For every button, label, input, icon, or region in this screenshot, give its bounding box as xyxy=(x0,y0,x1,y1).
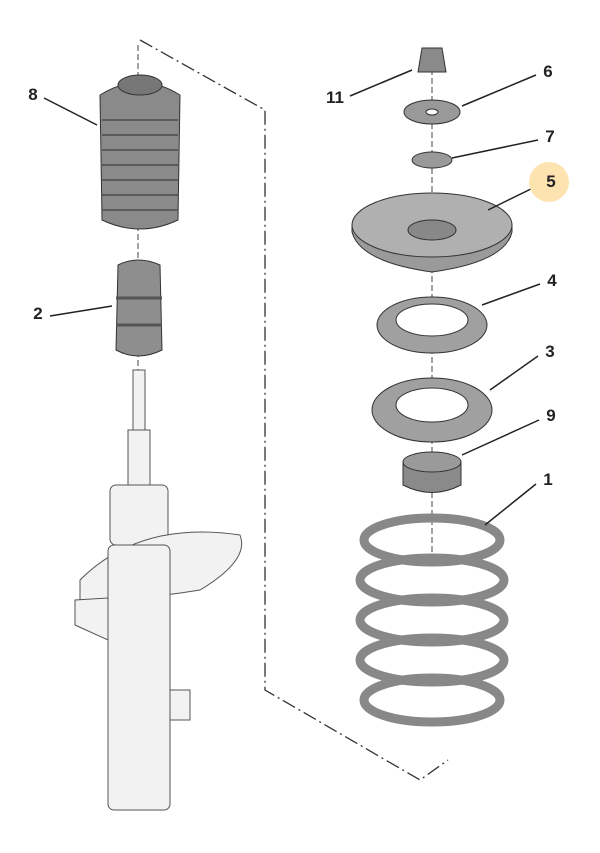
spacer-part-9 xyxy=(402,451,462,493)
center-axes xyxy=(137,45,433,560)
callout-5: 5 xyxy=(546,172,556,191)
callout-11: 11 xyxy=(326,88,344,107)
dust-boot-part-8 xyxy=(99,74,181,230)
spring-seat-part-3 xyxy=(371,377,493,443)
boundary-line xyxy=(139,39,449,781)
top-mount-part-5 xyxy=(351,192,513,273)
callout-8: 8 xyxy=(28,85,38,104)
bearing-part-4 xyxy=(376,296,488,354)
nut-part-11 xyxy=(417,47,447,73)
callout-2: 2 xyxy=(33,304,43,323)
callout-3: 3 xyxy=(545,342,555,361)
bump-stop-part-2 xyxy=(115,259,163,357)
washer-part-7 xyxy=(411,151,453,169)
callout-6: 6 xyxy=(543,62,553,81)
callout-1: 1 xyxy=(543,470,553,489)
leader-lines xyxy=(43,69,541,526)
highlight-marker xyxy=(529,162,569,202)
callout-4: 4 xyxy=(547,271,557,290)
callout-9: 9 xyxy=(546,406,556,425)
coil-spring-part-1 xyxy=(355,513,509,727)
shock-absorber xyxy=(74,369,242,811)
callout-7: 7 xyxy=(545,127,555,146)
